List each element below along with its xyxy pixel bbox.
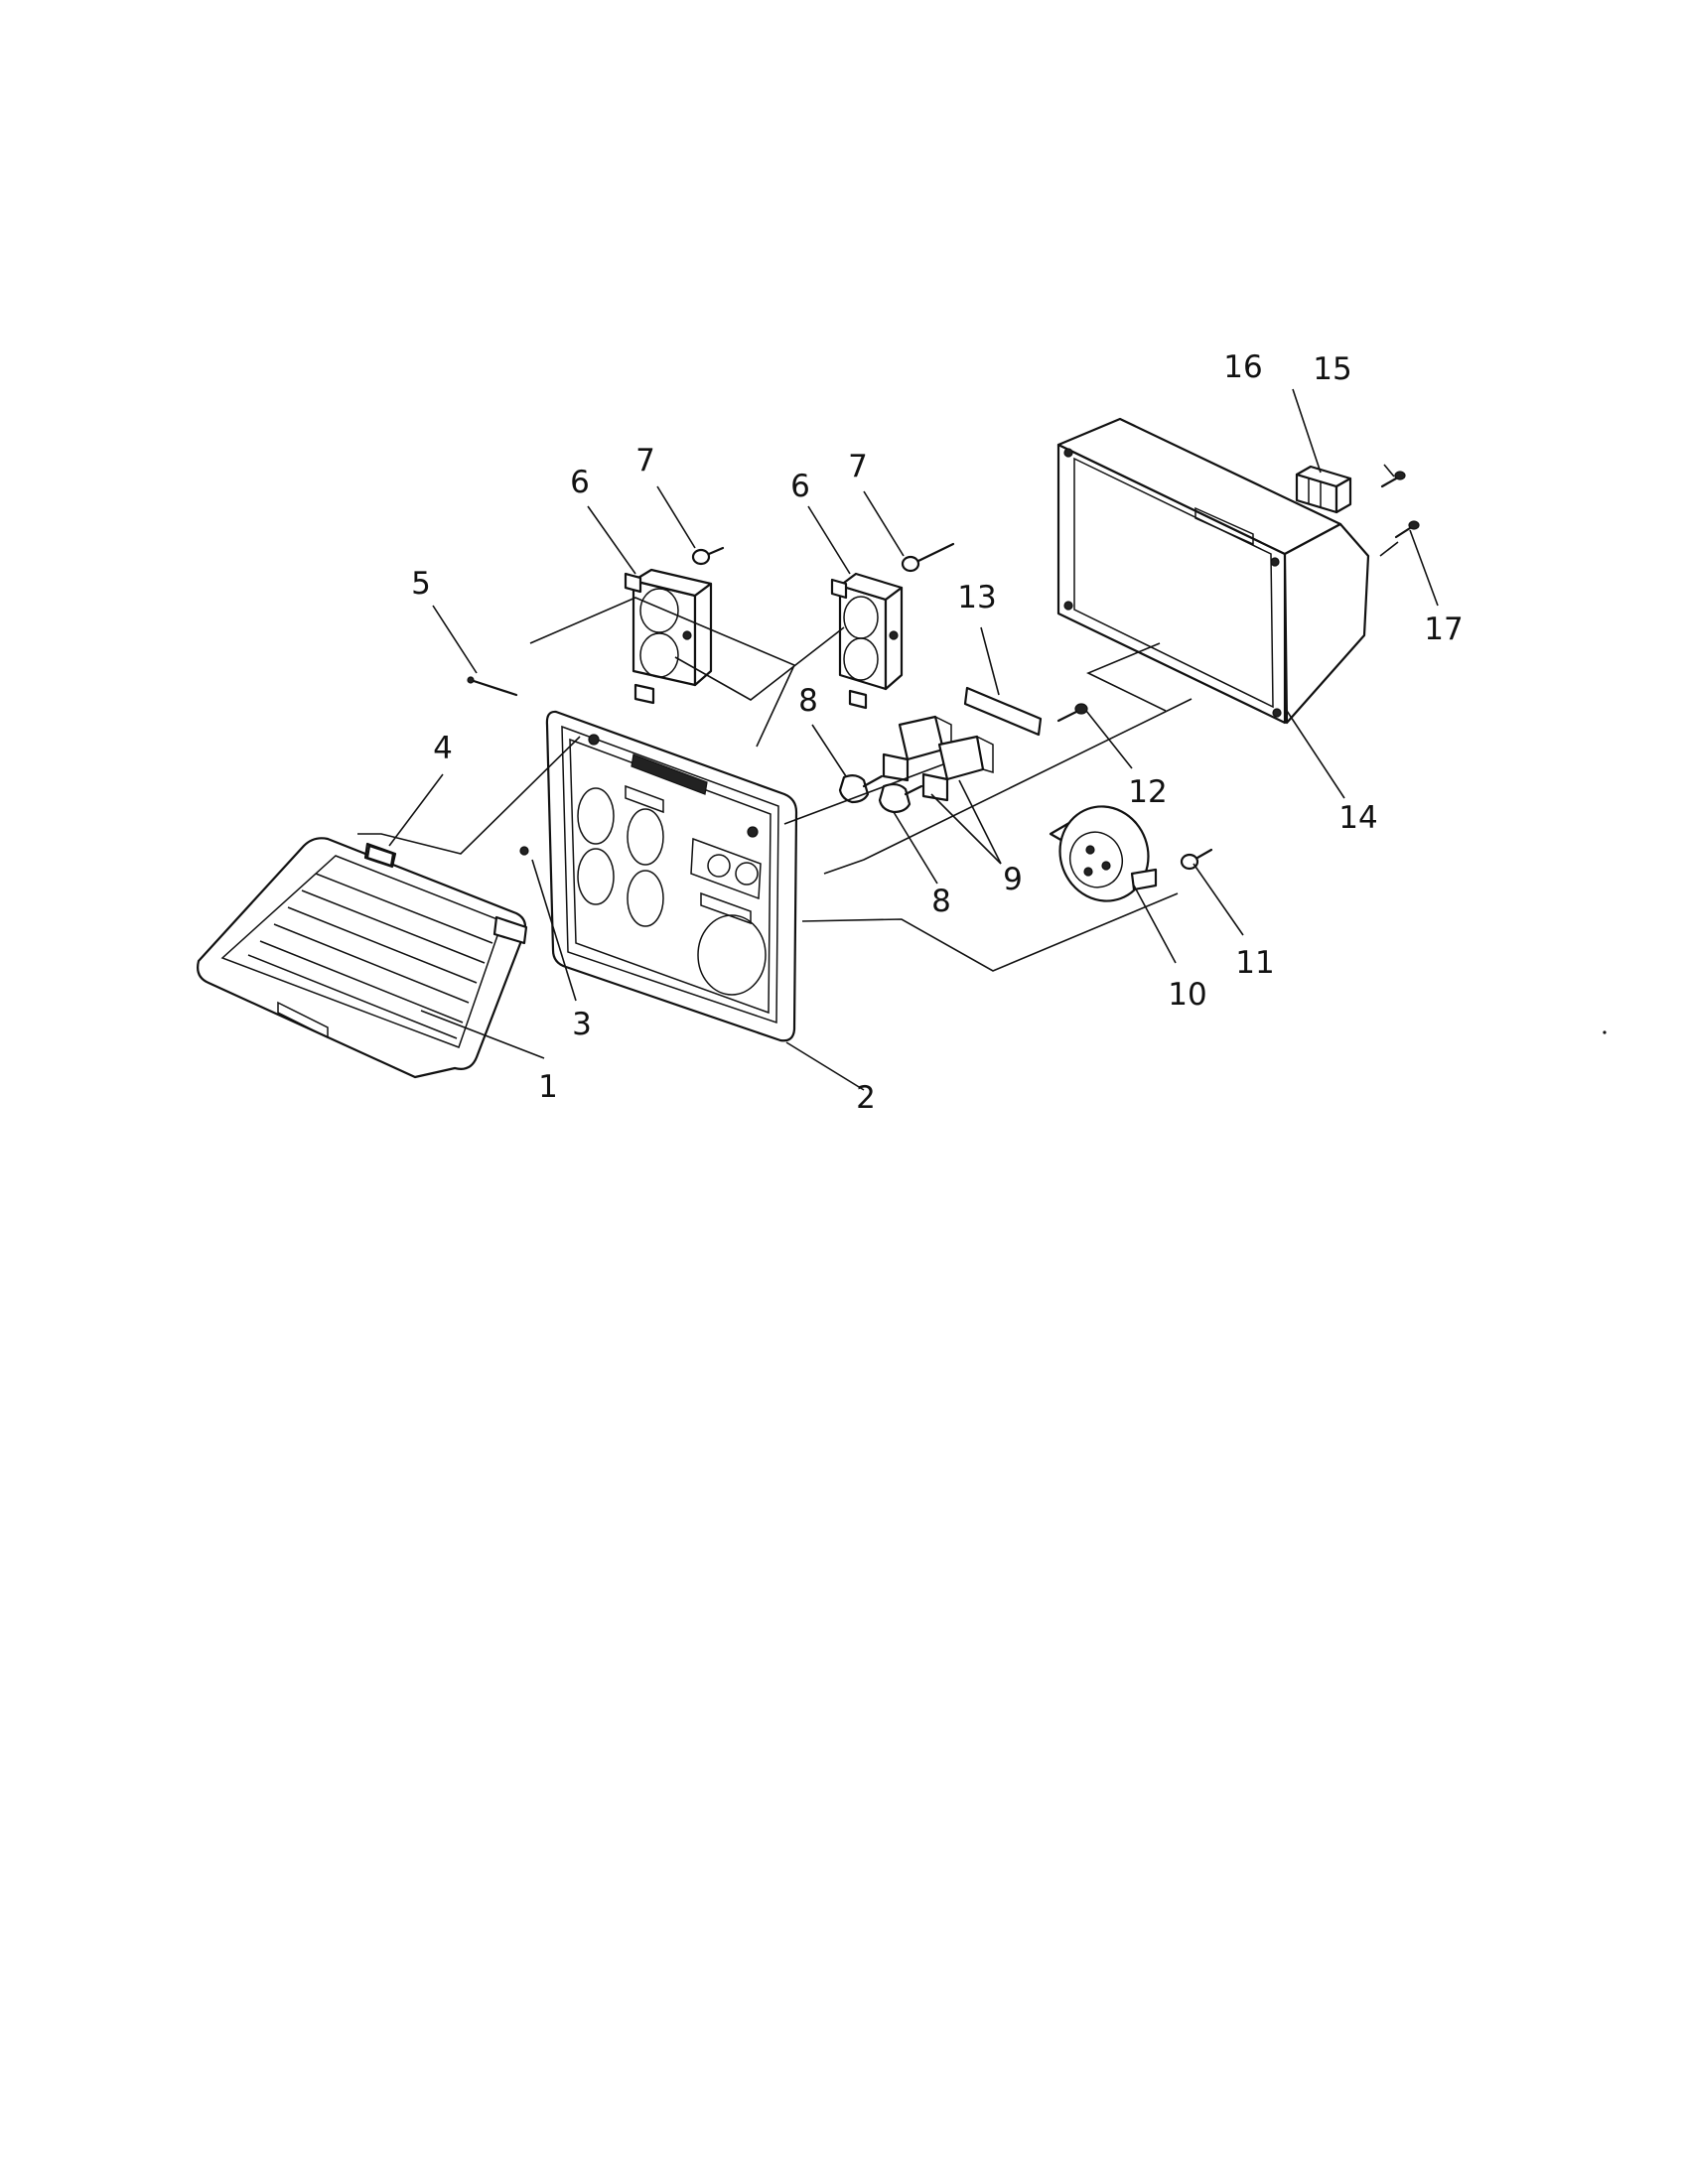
callout-4: 4 [433,731,453,766]
callout-16: 16 [1223,349,1262,385]
housing-box-part [1056,417,1370,725]
terminal-block-part [1295,465,1352,514]
callout-6-right: 6 [790,469,810,504]
pin-rod-part [467,676,518,697]
callouts: 1 2 3 4 5 6 7 6 7 8 8 9 10 11 12 13 14 1… [411,349,1464,1116]
terminal-screw-part [1380,471,1406,488]
screw-part [1056,703,1088,723]
lamp-lower-part [878,782,923,814]
callout-3: 3 [572,1007,592,1042]
callout-8-lower: 8 [931,884,951,919]
receptacle-right-part [830,572,904,710]
callout-7-right: 7 [848,449,868,484]
nut-left-part [691,546,725,566]
callout-8-upper: 8 [798,683,818,719]
locking-receptacle-part [1049,805,1158,902]
control-panel-part [545,710,798,1042]
callout-1: 1 [538,1069,558,1105]
callout-11: 11 [1235,945,1274,981]
callout-12: 12 [1128,774,1167,810]
nut-right-part [901,542,955,573]
nut-receptacle-part [1180,848,1213,871]
receptacle-left-part [624,568,713,705]
callout-9: 9 [1003,862,1023,897]
callout-5: 5 [411,566,431,602]
lamp-upper-part [838,773,884,804]
callout-10: 10 [1168,977,1206,1013]
mounting-screw-part [1394,520,1420,539]
cover-hinge-part [365,844,395,868]
bus-bar-part [963,686,1043,737]
hinge-pin-part [519,846,529,856]
callout-6-left: 6 [570,465,590,500]
callout-14: 14 [1338,800,1377,836]
callout-13: 13 [957,580,996,615]
callout-2: 2 [856,1080,876,1116]
cover-part [197,837,528,1079]
callout-17: 17 [1424,612,1463,647]
breaker-lower-part [921,735,994,802]
callout-7-left: 7 [635,443,655,478]
leader-lines [357,388,1439,1091]
callout-15: 15 [1313,351,1351,387]
